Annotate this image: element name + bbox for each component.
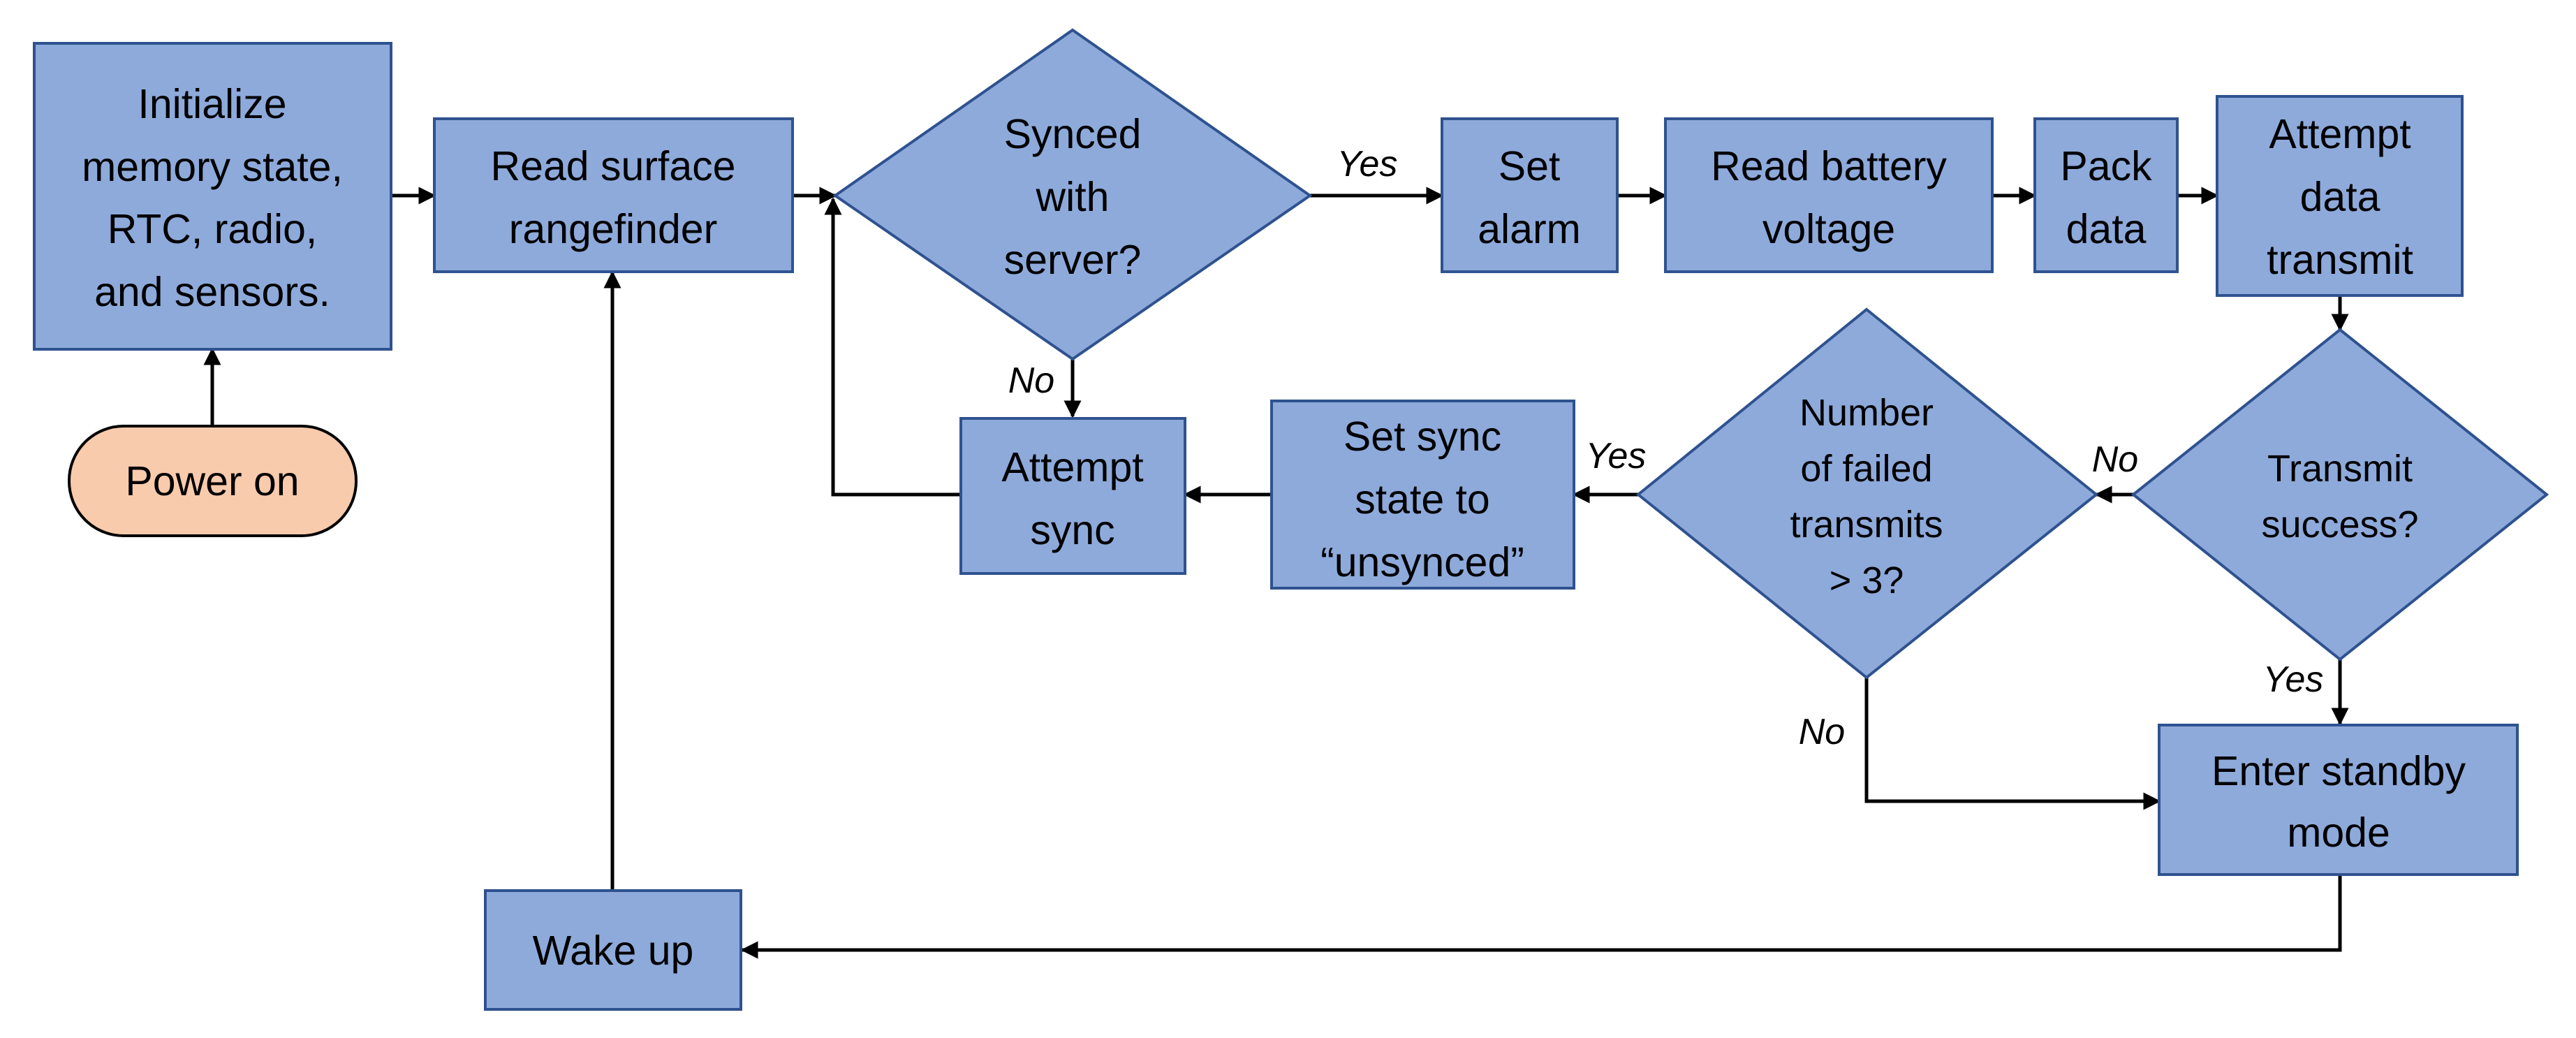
node-synced-line-1: Synced: [1004, 111, 1142, 157]
node-failed-transmits-line-2: of failed: [1800, 448, 1932, 490]
node-power-on: Power on: [68, 425, 358, 537]
node-initialize: Initialize memory state, RTC, radio, and…: [33, 42, 392, 351]
node-synced-line-2: with: [1036, 174, 1110, 220]
node-transmit-success-line-2: success?: [2261, 504, 2418, 546]
edge-attemptsync-to-synced: [824, 197, 961, 497]
node-set-alarm-line-2: alarm: [1478, 206, 1581, 252]
node-attempt-transmit: Attempt data transmit: [2216, 95, 2464, 297]
node-read-battery-line-2: voltage: [1762, 206, 1895, 252]
node-initialize-line-4: and sensors.: [94, 269, 330, 315]
node-failed-transmits-line-1: Number: [1799, 392, 1934, 434]
node-attempt-transmit-line-3: transmit: [2267, 237, 2413, 283]
node-read-surface-line-2: rangefinder: [509, 206, 718, 252]
node-attempt-transmit-line-1: Attempt: [2269, 111, 2411, 157]
node-initialize-line-2: memory state,: [82, 144, 343, 190]
node-synced-decision: Synced with server?: [832, 28, 1313, 361]
node-wake-up-label: Wake up: [533, 928, 694, 974]
node-read-battery: Read battery voltage: [1664, 117, 1994, 273]
node-pack-data: Pack data: [2033, 117, 2179, 273]
node-attempt-sync-line-2: sync: [1030, 507, 1114, 553]
node-attempt-sync: Attempt sync: [959, 417, 1186, 575]
node-failed-transmits-line-3: transmits: [1790, 504, 1943, 546]
node-failed-transmits-decision: Number of failed transmits > 3?: [1635, 307, 2099, 680]
label-failed-no: No: [1799, 712, 1845, 752]
node-pack-data-line-2: data: [2066, 206, 2147, 252]
node-attempt-transmit-line-2: data: [2300, 174, 2380, 220]
node-initialize-line-1: Initialize: [138, 81, 286, 127]
node-synced-line-3: server?: [1004, 237, 1142, 283]
edge-labels: Yes No No Yes Yes No: [1008, 144, 2324, 752]
label-transmit-yes: Yes: [2263, 659, 2324, 700]
node-wake-up: Wake up: [484, 889, 742, 1011]
node-attempt-sync-line-1: Attempt: [1001, 444, 1143, 490]
node-read-surface-line-1: Read surface: [491, 143, 736, 189]
node-read-battery-line-1: Read battery: [1711, 143, 1947, 189]
label-transmit-no: No: [2092, 439, 2138, 480]
node-initialize-line-3: RTC, radio,: [108, 206, 318, 252]
label-failed-yes: Yes: [1586, 436, 1647, 476]
label-synced-no: No: [1008, 360, 1054, 401]
node-set-sync-state: Set sync state to “unsynced”: [1270, 400, 1575, 590]
node-read-surface: Read surface rangefinder: [433, 117, 794, 273]
node-power-on-label: Power on: [125, 458, 299, 504]
label-synced-yes: Yes: [1337, 144, 1398, 184]
node-enter-standby: Enter standby mode: [2158, 724, 2519, 876]
edge-standby-to-wake: [740, 875, 2342, 959]
node-enter-standby-line-1: Enter standby: [2211, 748, 2466, 794]
node-transmit-success-line-1: Transmit: [2267, 448, 2413, 490]
node-enter-standby-line-2: mode: [2287, 810, 2390, 856]
node-transmit-success-decision: Transmit success?: [2130, 328, 2549, 661]
node-pack-data-line-1: Pack: [2060, 143, 2152, 189]
node-set-alarm-line-1: Set: [1499, 143, 1561, 189]
node-set-sync-state-line-1: Set sync: [1344, 414, 1501, 460]
node-failed-transmits-line-4: > 3?: [1830, 560, 1904, 601]
edge-failed-no-to-standby: [1864, 678, 2161, 810]
edges: [203, 187, 2349, 959]
node-set-sync-state-line-3: “unsynced”: [1320, 539, 1524, 585]
node-set-sync-state-line-2: state to: [1355, 476, 1490, 522]
node-set-alarm: Set alarm: [1441, 117, 1619, 273]
